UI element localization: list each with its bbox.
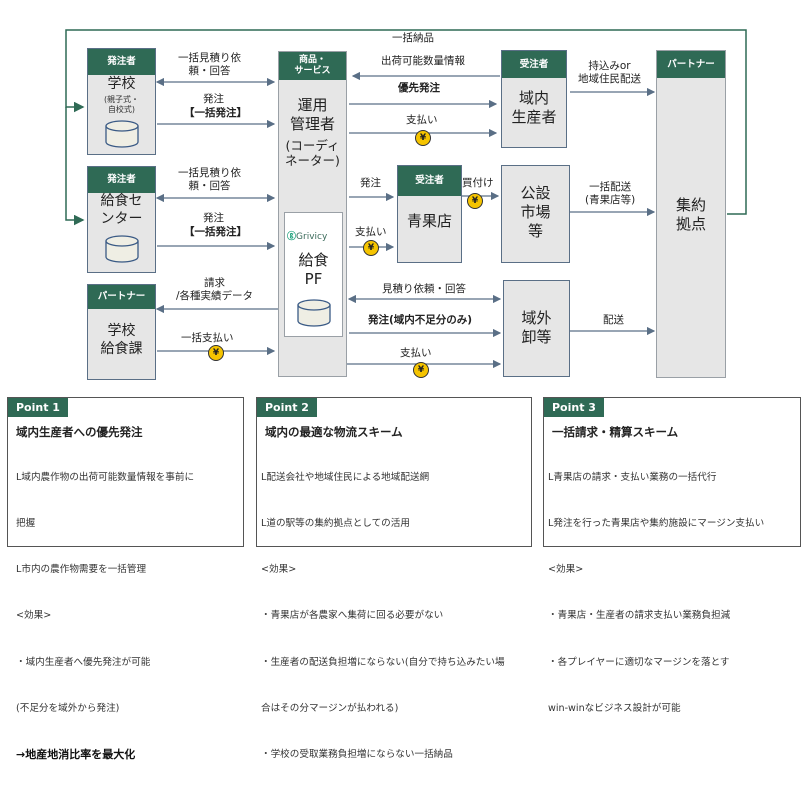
node-title: 域内 生産者 — [511, 89, 557, 126]
node-tag: 発注者 — [88, 167, 155, 193]
point-line: 合はその分マージンが払われる) — [261, 702, 399, 714]
edge-label-school-quote: 一括見積り依 頼・回答 — [178, 52, 241, 78]
node-greengrocer[interactable]: 受注者 青果店 — [397, 165, 462, 263]
point-line: ・学校の受取業務負担増にならない一括納品 — [261, 749, 453, 761]
node-school[interactable]: 発注者 学校 (親子式・ 自校式) — [87, 48, 156, 155]
yen-icon: ¥ — [413, 362, 429, 378]
edge-label-quote-outside: 見積り依頼・回答 — [382, 283, 466, 295]
point-line: <効果> — [548, 564, 584, 576]
node-title: 給食セ ンター — [100, 193, 143, 228]
logo-icon: ⓖ — [287, 232, 297, 242]
node-outside-wholesale[interactable]: 域外 卸等 — [503, 280, 570, 377]
grivicy-logo: ⓖGrivicy — [287, 229, 327, 242]
platform-title: 給食 PF — [298, 251, 329, 288]
edge-label-bulk-delivery: 一括納品 — [392, 32, 434, 44]
point-line: <効果> — [16, 610, 52, 622]
point-tag: Point 3 — [544, 398, 604, 417]
node-title: 学校 給食課 — [100, 323, 143, 357]
node-tag: 商品・ サービス — [279, 52, 346, 80]
point-tag: Point 1 — [8, 398, 68, 417]
point-title: 域内の最適な物流スキーム — [265, 425, 403, 439]
bulk-delivery-loop — [65, 29, 747, 215]
edge-label-delivery-outside: 配送 — [603, 314, 624, 326]
edge-label-school-bulk-order: 【一括発注】 — [184, 107, 247, 119]
edge-label-payment-outside: 支払い — [400, 347, 432, 359]
node-operator[interactable]: 商品・ サービス 運用 管理者 (コーディ ネーター) ⓖGrivicy 給食 … — [278, 51, 347, 377]
point-line: win-winなビジネス設計が可能 — [548, 702, 681, 714]
node-hub[interactable]: パートナー 集約 拠点 — [656, 50, 726, 378]
node-subtitle: (親子式・ 自校式) — [103, 95, 140, 114]
point-line: L道の駅等の集約拠点としての活用 — [261, 518, 410, 530]
yen-icon: ¥ — [363, 240, 379, 256]
point-line: L青果店の請求・支払い業務の一括代行 — [548, 471, 717, 483]
point-line: L配送会社や地域住民による地域配送網 — [261, 471, 430, 483]
node-title: 学校 — [107, 76, 136, 92]
node-lunch-center[interactable]: 発注者 給食セ ンター — [87, 166, 156, 273]
edge-label-center-order: 発注 — [203, 212, 224, 224]
point-line: ・域内生産者へ優先発注が可能 — [16, 656, 151, 668]
logo-text: Grivicy — [296, 232, 328, 242]
node-local-producer[interactable]: 受注者 域内 生産者 — [501, 50, 567, 148]
edge-label-center-quote: 一括見積り依 頼・回答 — [178, 167, 241, 193]
database-icon — [297, 299, 331, 327]
node-tag: パートナー — [657, 51, 725, 78]
node-subtitle: (コーディ ネーター) — [285, 138, 340, 168]
edge-label-shippable-info: 出荷可能数量情報 — [381, 55, 465, 67]
edge-label-carry-in: 持込みor 地域住民配送 — [578, 60, 641, 86]
point-title: 一括請求・精算スキーム — [552, 425, 679, 439]
point-line: ・青果店・生産者の請求支払い業務負担減 — [548, 610, 731, 622]
edge-label-billing: 請求 /各種実績データ — [176, 277, 254, 303]
point-line: (不足分を域外から発注) — [16, 702, 120, 714]
yen-icon: ¥ — [208, 345, 224, 361]
edge-label-order-greengrocer: 発注 — [360, 177, 381, 189]
node-tag: パートナー — [88, 285, 155, 309]
edge-label-priority-order: 優先発注 — [398, 82, 440, 94]
node-school-lunch-division[interactable]: パートナー 学校 給食課 — [87, 284, 156, 380]
point-line: L域内農作物の出荷可能数量情報を事前に — [16, 471, 195, 483]
point-line: ・各プレイヤーに適切なマージンを落とす — [548, 656, 730, 668]
platform-panel[interactable]: ⓖGrivicy 給食 PF — [284, 212, 343, 337]
point-line: 把握 — [16, 518, 36, 530]
node-tag: 発注者 — [88, 49, 155, 75]
database-icon — [105, 120, 139, 148]
node-title: 公設 市場 等 — [520, 184, 551, 240]
edge-label-payment-producer: 支払い — [406, 114, 438, 126]
database-icon — [105, 235, 139, 263]
node-tag: 受注者 — [502, 51, 566, 78]
point-tag: Point 2 — [257, 398, 317, 417]
edge-label-school-order: 発注 — [203, 93, 224, 105]
edge-label-bulk-shipping: 一括配送 (青果店等) — [585, 181, 636, 207]
node-public-market[interactable]: 公設 市場 等 — [501, 165, 570, 263]
edge-label-bulk-payment: 一括支払い — [181, 332, 234, 344]
point-line: ・青果店が各農家へ集荷に回る必要がない — [261, 610, 444, 622]
point-line: L発注を行った青果店や集約施設にマージン支払い — [548, 518, 765, 530]
point-line: L市内の農作物需要を一括管理 — [16, 564, 147, 576]
point-line: <効果> — [261, 564, 297, 576]
point-emphasis: →地産地消比率を最大化 — [16, 748, 136, 762]
node-tag: 受注者 — [398, 166, 461, 196]
point-2-box: Point 2 域内の最適な物流スキーム L配送会社や地域住民による地域配送網 … — [256, 397, 532, 760]
point-line: ・生産者の配送負担増にならない(自分で持ち込みたい場 — [261, 656, 505, 668]
yen-icon: ¥ — [415, 130, 431, 146]
node-title: 運用 管理者 — [289, 96, 335, 133]
point-title: 域内生産者への優先発注 — [16, 425, 143, 439]
node-title: 域外 卸等 — [521, 309, 552, 346]
edge-label-payment-greengrocer: 支払い — [355, 226, 387, 238]
bulk-delivery-loop-2 — [65, 107, 85, 226]
yen-icon: ¥ — [467, 193, 483, 209]
point-3-box: Point 3 一括請求・精算スキーム L青果店の請求・支払い業務の一括代行 L… — [543, 397, 801, 714]
edge-label-purchase: 買付け — [462, 177, 494, 189]
node-title: 集約 拠点 — [675, 196, 706, 233]
edge-label-center-bulk-order: 【一括発注】 — [184, 226, 247, 238]
node-title: 青果店 — [406, 212, 452, 230]
point-1-box: Point 1 域内生産者への優先発注 L域内農作物の出荷可能数量情報を事前に … — [7, 397, 244, 761]
edge-label-order-outside: 発注(域内不足分のみ) — [368, 314, 473, 326]
